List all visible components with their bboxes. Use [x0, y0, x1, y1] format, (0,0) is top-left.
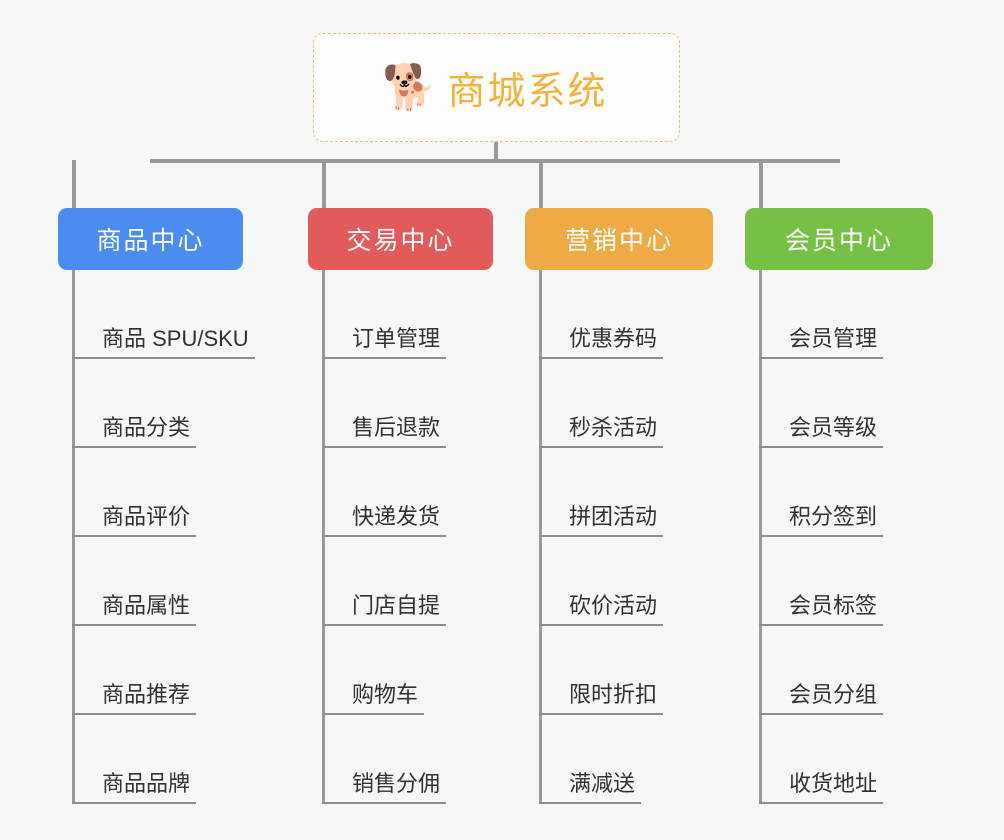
leaf-item[interactable]: 门店自提 — [322, 537, 447, 626]
leaf-list: 会员管理会员等级积分签到会员标签会员分组收货地址 — [759, 270, 884, 804]
column-spine-connector — [759, 270, 762, 804]
leaf-item-label: 积分签到 — [759, 504, 884, 537]
leaf-item[interactable]: 商品推荐 — [72, 626, 255, 715]
category-column-2: 交易中心订单管理售后退款快递发货门店自提购物车销售分佣 — [308, 160, 493, 804]
column-drop-connector — [539, 160, 543, 208]
leaf-item-label: 拼团活动 — [539, 504, 664, 537]
root-node[interactable]: 🐕 商城系统 — [313, 33, 680, 142]
category-column-4: 会员中心会员管理会员等级积分签到会员标签会员分组收货地址 — [745, 160, 933, 804]
category-header-4[interactable]: 会员中心 — [745, 208, 933, 270]
leaf-list: 优惠券码秒杀活动拼团活动砍价活动限时折扣满减送 — [539, 270, 664, 804]
leaf-item-label: 商品属性 — [72, 593, 197, 626]
column-spine-connector — [322, 270, 325, 804]
leaf-item-label: 商品分类 — [72, 415, 197, 448]
leaf-item[interactable]: 商品评价 — [72, 448, 255, 537]
leaf-item-label: 限时折扣 — [539, 682, 664, 715]
column-drop-connector — [72, 160, 76, 208]
leaf-item-label: 会员分组 — [759, 682, 884, 715]
leaf-item[interactable]: 秒杀活动 — [539, 359, 664, 448]
leaf-item-label: 会员标签 — [759, 593, 884, 626]
leaf-item[interactable]: 订单管理 — [322, 270, 447, 359]
leaf-item-label: 收货地址 — [759, 771, 884, 804]
leaf-item-label: 秒杀活动 — [539, 415, 664, 448]
leaf-item[interactable]: 积分签到 — [759, 448, 884, 537]
leaf-item[interactable]: 会员标签 — [759, 537, 884, 626]
category-header-2[interactable]: 交易中心 — [308, 208, 493, 270]
leaf-list: 订单管理售后退款快递发货门店自提购物车销售分佣 — [322, 270, 447, 804]
leaf-list: 商品 SPU/SKU 商品分类商品评价商品属性商品推荐商品品牌 — [72, 270, 255, 804]
leaf-item[interactable]: 限时折扣 — [539, 626, 664, 715]
leaf-item[interactable]: 商品分类 — [72, 359, 255, 448]
leaf-item-label: 订单管理 — [322, 326, 447, 359]
leaf-item[interactable]: 收货地址 — [759, 715, 884, 804]
category-header-1[interactable]: 商品中心 — [58, 208, 243, 270]
leaf-item[interactable]: 商品 SPU/SKU — [72, 270, 255, 359]
category-bus-connector — [150, 159, 840, 163]
leaf-item[interactable]: 会员管理 — [759, 270, 884, 359]
column-drop-connector — [322, 160, 326, 208]
leaf-item[interactable]: 售后退款 — [322, 359, 447, 448]
category-header-label: 商品中心 — [96, 227, 205, 255]
leaf-item[interactable]: 优惠券码 — [539, 270, 664, 359]
leaf-item[interactable]: 商品属性 — [72, 537, 255, 626]
leaf-item-label: 满减送 — [539, 771, 642, 804]
leaf-item-label: 会员管理 — [759, 326, 884, 359]
column-spine-connector — [539, 270, 542, 804]
category-column-3: 营销中心优惠券码秒杀活动拼团活动砍价活动限时折扣满减送 — [525, 160, 713, 804]
leaf-item-label: 门店自提 — [322, 593, 447, 626]
category-column-1: 商品中心商品 SPU/SKU 商品分类商品评价商品属性商品推荐商品品牌 — [58, 160, 255, 804]
leaf-item-label: 商品推荐 — [72, 682, 197, 715]
leaf-item-label: 商品评价 — [72, 504, 197, 537]
leaf-item[interactable]: 满减送 — [539, 715, 663, 804]
leaf-item[interactable]: 砍价活动 — [539, 537, 664, 626]
category-header-label: 会员中心 — [784, 227, 893, 255]
leaf-item[interactable]: 会员分组 — [759, 626, 884, 715]
leaf-item[interactable]: 购物车 — [322, 626, 446, 715]
leaf-item-label: 购物车 — [322, 682, 425, 715]
column-spine-connector — [72, 270, 75, 804]
leaf-item[interactable]: 快递发货 — [322, 448, 447, 537]
leaf-item-label: 优惠券码 — [539, 326, 664, 359]
leaf-item-label: 商品 SPU/SKU — [72, 326, 255, 359]
category-header-3[interactable]: 营销中心 — [525, 208, 713, 270]
column-drop-connector — [759, 160, 763, 208]
root-stem-connector — [494, 142, 498, 162]
category-header-label: 交易中心 — [346, 227, 455, 255]
root-title: 商城系统 — [447, 71, 608, 113]
shiba-dog-emoji: 🐕 — [382, 62, 437, 112]
leaf-item-label: 快递发货 — [322, 504, 447, 537]
leaf-item-label: 会员等级 — [759, 415, 884, 448]
leaf-item[interactable]: 会员等级 — [759, 359, 884, 448]
leaf-item-label: 售后退款 — [322, 415, 447, 448]
leaf-item-label: 砍价活动 — [539, 593, 664, 626]
leaf-item-label: 商品品牌 — [72, 771, 197, 804]
root-node-content: 🐕 商城系统 — [382, 60, 608, 115]
leaf-item-label: 销售分佣 — [322, 771, 447, 804]
leaf-item[interactable]: 拼团活动 — [539, 448, 664, 537]
leaf-item[interactable]: 商品品牌 — [72, 715, 255, 804]
leaf-item[interactable]: 销售分佣 — [322, 715, 447, 804]
category-header-label: 营销中心 — [564, 227, 673, 255]
